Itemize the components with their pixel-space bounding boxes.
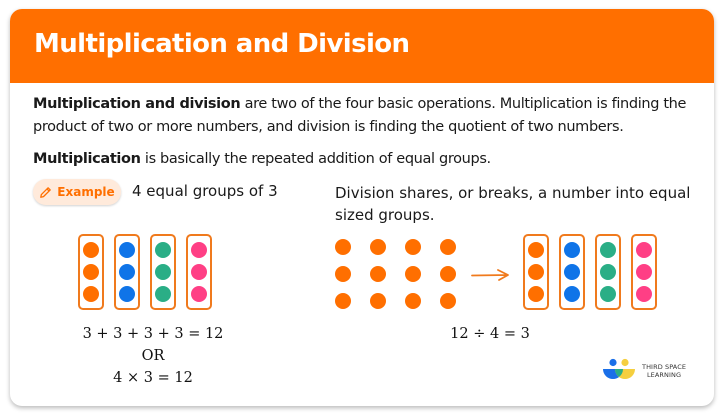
group-orange bbox=[78, 234, 104, 310]
dot bbox=[191, 242, 207, 258]
multiplication-equations: 3 + 3 + 3 + 3 = 12 OR 4 × 3 = 12 bbox=[58, 323, 248, 389]
intro-paragraph: Multiplication and division are two of t… bbox=[33, 93, 686, 139]
dot bbox=[564, 286, 580, 302]
dot bbox=[636, 264, 652, 280]
group-blue bbox=[114, 234, 140, 310]
dot bbox=[564, 264, 580, 280]
dot bbox=[440, 239, 456, 255]
dot bbox=[119, 242, 135, 258]
dot bbox=[405, 293, 421, 309]
or-label: OR bbox=[141, 348, 165, 364]
multiplication-groups bbox=[78, 234, 212, 310]
dot bbox=[335, 266, 351, 282]
dot bbox=[83, 242, 99, 258]
logo-line2: LEARNING bbox=[646, 371, 682, 379]
dot-grid-12 bbox=[335, 239, 456, 309]
group-pink bbox=[186, 234, 212, 310]
right-arrow-icon bbox=[471, 267, 511, 286]
logo-text: THIRD SPACE LEARNING bbox=[642, 363, 686, 379]
dot bbox=[528, 264, 544, 280]
lesson-card: Multiplication and Division Multiplicati… bbox=[10, 9, 714, 406]
definition-paragraph: Multiplication is basically the repeated… bbox=[33, 148, 491, 171]
logo-mark-icon bbox=[602, 358, 636, 384]
group-pink bbox=[631, 234, 657, 310]
dot bbox=[528, 286, 544, 302]
dot bbox=[155, 242, 171, 258]
dot bbox=[600, 242, 616, 258]
division-caption: Division shares, or breaks, a number int… bbox=[335, 184, 691, 224]
dot bbox=[191, 264, 207, 280]
group-green bbox=[150, 234, 176, 310]
example-label: Example bbox=[57, 185, 115, 199]
third-space-learning-logo: THIRD SPACE LEARNING bbox=[602, 358, 686, 384]
header-banner: Multiplication and Division bbox=[10, 9, 714, 83]
dot bbox=[405, 266, 421, 282]
group-orange bbox=[523, 234, 549, 310]
dot bbox=[370, 266, 386, 282]
division-equation: 12 ÷ 4 = 3 bbox=[450, 326, 530, 342]
addition-equation: 3 + 3 + 3 + 3 = 12 bbox=[82, 326, 224, 342]
dot bbox=[119, 286, 135, 302]
intro-line2: product of two or more numbers, and divi… bbox=[33, 119, 624, 135]
dot bbox=[155, 264, 171, 280]
multiplication-caption: 4 equal groups of 3 bbox=[132, 182, 278, 200]
intro-bold-lead: Multiplication and division bbox=[33, 96, 241, 112]
pencil-icon bbox=[39, 186, 52, 199]
group-blue bbox=[559, 234, 585, 310]
dot bbox=[440, 266, 456, 282]
dot bbox=[600, 264, 616, 280]
dot bbox=[370, 239, 386, 255]
page-title: Multiplication and Division bbox=[34, 29, 410, 59]
dot bbox=[83, 286, 99, 302]
dot bbox=[405, 239, 421, 255]
multiplication-equation: 4 × 3 = 12 bbox=[113, 370, 193, 386]
division-groups bbox=[523, 234, 657, 310]
definition-bold-lead: Multiplication bbox=[33, 151, 141, 167]
dot bbox=[155, 286, 171, 302]
dot bbox=[636, 242, 652, 258]
group-green bbox=[595, 234, 621, 310]
dot bbox=[335, 293, 351, 309]
dot bbox=[636, 286, 652, 302]
dot bbox=[83, 264, 99, 280]
dot bbox=[528, 242, 544, 258]
dot bbox=[600, 286, 616, 302]
dot bbox=[119, 264, 135, 280]
dot bbox=[564, 242, 580, 258]
intro-line1: are two of the four basic operations. Mu… bbox=[240, 96, 687, 112]
logo-line1: THIRD SPACE bbox=[642, 363, 687, 371]
dot bbox=[440, 293, 456, 309]
example-badge: Example bbox=[33, 179, 121, 205]
dot bbox=[335, 239, 351, 255]
dot bbox=[370, 293, 386, 309]
definition-rest: is basically the repeated addition of eq… bbox=[140, 151, 491, 167]
dot bbox=[191, 286, 207, 302]
